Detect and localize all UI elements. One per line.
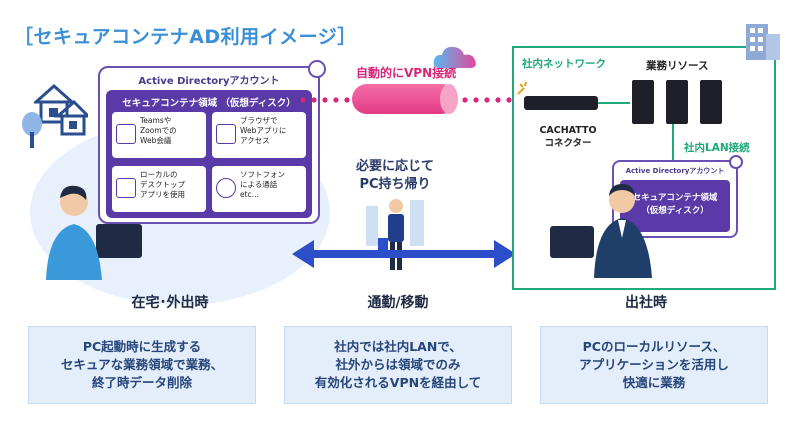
- connector-line: [598, 102, 630, 104]
- ad-account-label: Active Directoryアカウント: [138, 76, 280, 87]
- app-label: ブラウザで Webアプリに アクセス: [240, 116, 287, 145]
- lan-connection-line: [672, 124, 674, 164]
- app-softphone: ソフトフォン による通話 etc...: [212, 166, 306, 212]
- app-label: ソフトフォン による通話 etc...: [240, 170, 285, 199]
- secure-container-home: セキュアコンテナ領域 （仮想ディスク） Teamsや Zoomでの Web会議 …: [106, 90, 312, 218]
- video-conference-icon: [116, 124, 136, 144]
- signal-icon: [517, 81, 527, 95]
- server-icon: [700, 80, 722, 124]
- scene-label-office: 出社時: [625, 295, 667, 311]
- house-icon: [34, 83, 88, 136]
- arrow-right-head: [494, 240, 516, 268]
- secure-container-label: セキュアコンテナ領域 （仮想ディスク）: [122, 98, 296, 109]
- connector-label-text: CACHATTO コネクター: [539, 125, 597, 149]
- note-commute: 社内では社内LANで、 社外からは領域でのみ 有効化されるVPNを経由して: [284, 326, 512, 404]
- scene-label-home: 在宅･外出時: [131, 295, 209, 311]
- headset-icon: [216, 178, 236, 198]
- user-icon: [729, 155, 743, 169]
- commute-arrow: [300, 250, 496, 258]
- vpn-tunnel: [352, 84, 456, 114]
- vpn-tunnel-end: [440, 84, 458, 114]
- ad-account-home: Active Directoryアカウント セキュアコンテナ領域 （仮想ディスク…: [98, 60, 326, 224]
- app-web-conference: Teamsや Zoomでの Web会議: [112, 112, 206, 158]
- internal-network-label: 社内ネットワーク: [522, 58, 606, 70]
- arrow-left-head: [292, 240, 314, 268]
- secure-container-office: セキュアコンテナ領域 （仮想ディスク）: [620, 180, 730, 232]
- note-office: PCのローカルリソース、 アプリケーションを活用し 快適に業務: [540, 326, 768, 404]
- commuter-illustration: [366, 199, 424, 270]
- app-label: Teamsや Zoomでの Web会議: [140, 116, 177, 145]
- vpn-label: 自動的にVPN接続: [356, 66, 457, 80]
- server-icon: [632, 80, 654, 124]
- office-worker-illustration: [550, 184, 652, 278]
- cachatto-connector-device: [524, 96, 598, 110]
- lan-connection-label: 社内LAN接続: [684, 142, 750, 154]
- business-resource-label: 業務リソース: [646, 60, 709, 72]
- app-desktop: ローカルの デスクトップ アプリを使用: [112, 166, 206, 212]
- server-icon: [666, 80, 688, 124]
- cachatto-connector-label: CACHATTO コネクター: [532, 124, 604, 150]
- page-title: ［セキュアコンテナAD利用イメージ］: [14, 26, 357, 48]
- note-home: PC起動時に生成する セキュアな業務領域で業務、 終了時データ削除: [28, 326, 256, 404]
- home-worker-illustration: [46, 185, 142, 280]
- user-icon: [308, 60, 326, 78]
- commute-caption: 必要に応じて PC持ち帰り: [350, 158, 440, 194]
- app-browser: ブラウザで Webアプリに アクセス: [212, 112, 306, 158]
- tree-icon: [22, 112, 42, 148]
- vpn-dotted-line-left: [300, 97, 350, 103]
- cloud-icon: [433, 46, 476, 68]
- browser-icon: [216, 124, 236, 144]
- secure-container-label: セキュアコンテナ領域 （仮想ディスク）: [632, 193, 718, 216]
- app-label: ローカルの デスクトップ アプリを使用: [140, 170, 185, 199]
- scene-label-commute: 通勤/移動: [367, 295, 429, 311]
- commute-caption-text: 必要に応じて PC持ち帰り: [355, 159, 434, 192]
- desktop-app-icon: [116, 178, 136, 198]
- building-icon: [746, 24, 780, 60]
- ad-account-label: Active Directoryアカウント: [625, 167, 725, 175]
